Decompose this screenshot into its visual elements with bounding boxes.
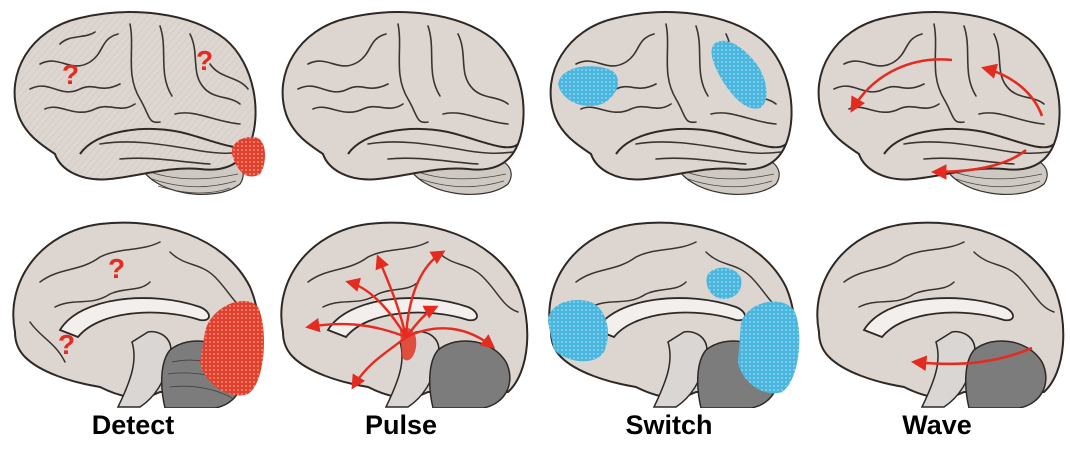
brain-lateral-icon: ? ? (0, 4, 266, 204)
pulse-lateral-panel (268, 4, 534, 204)
column-label-wave: Wave (804, 410, 1070, 441)
switch-lateral-panel (536, 4, 802, 204)
brain-medial-icon (804, 212, 1070, 408)
brain-medial-icon (268, 212, 534, 408)
brain-lateral-icon (268, 4, 534, 204)
brain-medial-icon: ? ? (0, 212, 266, 408)
detect-lateral-panel: ? ? (0, 4, 266, 204)
medial-frontal-highlight (548, 300, 608, 361)
question-mark-icon: ? (108, 253, 125, 284)
column-label-switch: Switch (536, 410, 802, 441)
column-label-pulse: Pulse (268, 410, 534, 441)
brain-lateral-icon (804, 4, 1070, 204)
occipital-highlight (738, 301, 799, 393)
column-label-detect: Detect (0, 410, 266, 441)
question-mark-icon: ? (58, 329, 75, 360)
wave-lateral-panel (804, 4, 1070, 204)
brain-lateral-icon (536, 4, 802, 204)
switch-medial-panel (536, 212, 802, 408)
pulse-medial-panel (268, 212, 534, 408)
wave-medial-panel (804, 212, 1070, 408)
detect-medial-panel: ? ? (0, 212, 266, 408)
question-mark-icon: ? (196, 45, 213, 76)
question-mark-icon: ? (62, 59, 79, 90)
brain-medial-icon (536, 212, 802, 408)
